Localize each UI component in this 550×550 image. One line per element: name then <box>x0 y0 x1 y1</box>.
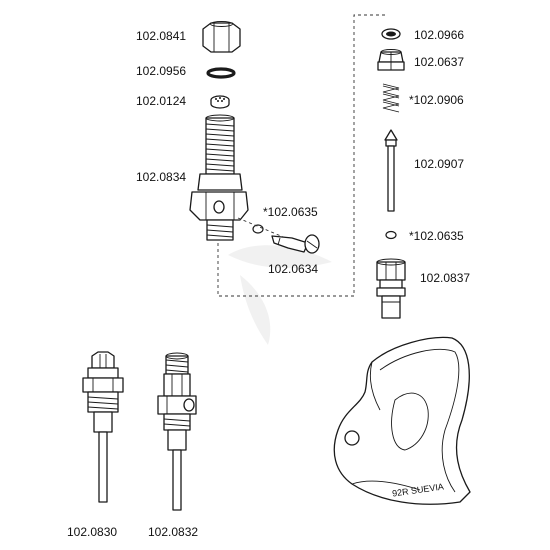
label-102-0834: 102.0834 <box>136 170 187 184</box>
valve-body-part <box>189 114 249 241</box>
label-102-0634: 102.0634 <box>268 262 319 276</box>
spring-cap-part <box>377 49 405 71</box>
label-102-0966: 102.0966 <box>414 28 465 42</box>
label-102-0837: 102.0837 <box>420 271 471 285</box>
assembly-dashed-path <box>217 14 386 297</box>
label-102-0841: 102.0841 <box>136 29 187 43</box>
fitting-part <box>376 258 406 319</box>
filter-disk-part <box>210 95 230 109</box>
seal-ring-right-part <box>385 230 397 240</box>
label-102-0907: 102.0907 <box>414 157 465 171</box>
washer-top-part <box>381 28 401 40</box>
label-102-0635-left: *102.0635 <box>263 205 318 219</box>
o-ring-part <box>206 67 236 79</box>
valve-pin-part <box>271 234 320 254</box>
seal-ring-left-part <box>252 224 264 234</box>
probe-0830-part <box>82 351 124 503</box>
probe-0832-part <box>157 352 197 511</box>
label-102-0635-right: *102.0635 <box>409 229 464 243</box>
needle-part <box>384 129 398 212</box>
label-102-0830: 102.0830 <box>67 525 118 539</box>
label-102-0832: 102.0832 <box>148 525 199 539</box>
spring-part <box>382 83 400 113</box>
label-102-0124: 102.0124 <box>136 94 187 108</box>
watermark-logo <box>228 245 332 345</box>
label-102-0637: 102.0637 <box>414 55 465 69</box>
drinking-bowl-part <box>333 336 471 505</box>
label-102-0956: 102.0956 <box>136 64 187 78</box>
label-102-0906: *102.0906 <box>409 93 464 107</box>
hex-nut-part <box>202 21 241 53</box>
